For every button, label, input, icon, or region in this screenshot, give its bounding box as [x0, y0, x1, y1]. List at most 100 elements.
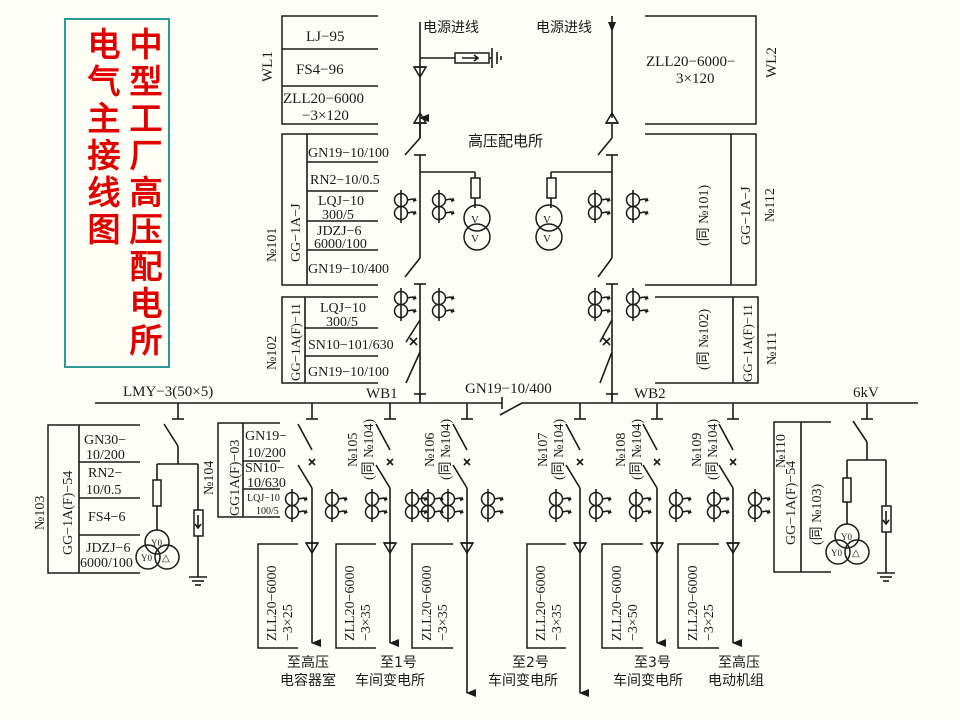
cabinet-106-no: №106 — [423, 433, 438, 467]
svg-text:(同 №104): (同 №104) — [552, 418, 567, 480]
svg-text:(同 №102): (同 №102) — [697, 308, 712, 370]
incoming-line-left — [404, 22, 502, 156]
cabinet-101: GN19−10/100 RN2−10/0.5 LQJ−10 300/5 JDZJ… — [265, 133, 389, 286]
svg-text:RN2−: RN2− — [88, 466, 122, 481]
svg-text:ZLL20−6000: ZLL20−6000 — [610, 565, 625, 641]
svg-text:LQJ−10: LQJ−10 — [320, 301, 366, 316]
svg-text:ZLL20−6000: ZLL20−6000 — [420, 565, 435, 641]
svg-text:3×120: 3×120 — [676, 71, 714, 87]
svg-text:Y0: Y0 — [841, 532, 852, 542]
svg-text:至3号: 至3号 — [634, 655, 671, 671]
svg-text:ZLL20−6000: ZLL20−6000 — [265, 565, 280, 641]
svg-text:GG−1A(F)−11: GG−1A(F)−11 — [288, 303, 303, 381]
svg-text:SN10−101/630: SN10−101/630 — [308, 338, 394, 353]
svg-text:6000/100: 6000/100 — [314, 237, 367, 252]
svg-text:(同 №104): (同 №104) — [362, 418, 377, 480]
svg-text:ZLL20−6000: ZLL20−6000 — [686, 565, 701, 641]
svg-text:6000/100: 6000/100 — [80, 556, 133, 571]
svg-text:−3×35: −3×35 — [359, 604, 374, 641]
svg-text:10/200: 10/200 — [86, 448, 125, 463]
potential-transformer-icon — [144, 529, 170, 555]
svg-text:V: V — [543, 214, 551, 226]
svg-text:LQJ−10: LQJ−10 — [318, 194, 364, 209]
svg-text:GG1A(F)−03: GG1A(F)−03 — [228, 440, 243, 516]
cabinet-111-no: №111 — [765, 332, 780, 365]
svg-text:−3×25: −3×25 — [281, 604, 296, 641]
bus-tie-switch-icon — [499, 402, 523, 416]
feeder-109: ZLL20−6000 −3×25 №109 (同 №104) 至高压 电动机组 — [677, 402, 764, 689]
svg-text:V: V — [543, 233, 551, 245]
svg-text:电动机组: 电动机组 — [708, 673, 764, 689]
cabinet-109-no: №109 — [690, 433, 705, 467]
svg-text:车间变电所: 车间变电所 — [613, 672, 683, 689]
fuse-icon — [470, 177, 481, 199]
cabinet-110-no: №110 — [774, 434, 789, 468]
title-line-1: 中型工厂高压配电所 — [129, 25, 163, 360]
svg-text:GG−1A−J: GG−1A−J — [289, 203, 304, 262]
svg-text:(同 №103): (同 №103) — [810, 483, 825, 545]
feeder-107: ZLL20−6000 −3×35 №107 (同 №104) 至2号 车间变电所 — [488, 402, 612, 697]
cabinet-110: №110 GG−1A(F)−54 (同 №103) — [747, 421, 831, 573]
title-line-2: 电气主接线图 — [87, 25, 121, 249]
svg-text:GN19−10/100: GN19−10/100 — [308, 365, 389, 380]
wl2-label: WL2 — [764, 47, 780, 78]
svg-text:V: V — [471, 233, 479, 245]
svg-text:(同 №104): (同 №104) — [706, 418, 721, 480]
cabinet-111: (同 №102) GG−1A(F)−11 №111 — [655, 296, 780, 384]
feeder-106: ZLL20−6000 −3×35 №106 (同 №104) — [411, 402, 504, 697]
svg-text:JDZJ−6: JDZJ−6 — [86, 541, 130, 556]
cabinet-103-no: №103 — [33, 496, 48, 530]
voltage-transformer-icon — [463, 204, 491, 232]
svg-text:300/5: 300/5 — [322, 208, 354, 223]
svg-text:FS4−96: FS4−96 — [296, 62, 344, 78]
cabinet-108-no: №108 — [614, 433, 629, 467]
svg-text:100/5: 100/5 — [256, 506, 279, 517]
svg-text:GG−1A(F)−54: GG−1A(F)−54 — [784, 461, 799, 545]
svg-text:△: △ — [852, 548, 860, 559]
svg-text:至高压: 至高压 — [718, 654, 760, 671]
feeder-104: ZLL20−6000 −3×25 至高压 电容器室 — [257, 402, 348, 689]
svg-text:SN10−: SN10− — [245, 461, 285, 476]
svg-text:GN19−10/400: GN19−10/400 — [308, 262, 389, 277]
svg-text:V: V — [471, 214, 479, 226]
svg-text:GG−1A−J: GG−1A−J — [739, 186, 754, 245]
svg-text:GN19−: GN19− — [245, 429, 287, 444]
current-transformer-icon — [393, 189, 417, 224]
svg-text:−3×50: −3×50 — [626, 604, 641, 641]
svg-text:LJ−95: LJ−95 — [306, 29, 344, 45]
wl2-spec-box: ZLL20−6000− 3×120 WL2 — [645, 15, 780, 125]
svg-text:10/630: 10/630 — [247, 476, 286, 491]
feeder-108: ZLL20−6000 −3×50 №108 (同 №104) 至3号 车间变电所 — [601, 402, 692, 689]
cabinet-104: GN19− 10/200 SN10− 10/630 LQJ−10 100/5 G… — [202, 422, 287, 518]
svg-text:−3×35: −3×35 — [436, 604, 451, 641]
disconnector-icon — [404, 137, 421, 156]
busbar-wb1-label: WB1 — [366, 386, 398, 402]
cabinet-112: (同 №101) GG−1A−J №112 — [645, 133, 778, 286]
svg-text:(同 №104): (同 №104) — [439, 418, 454, 480]
svg-text:Y0: Y0 — [141, 553, 152, 563]
svg-text:电容器室: 电容器室 — [280, 672, 336, 689]
cabinet-103: GN30− 10/200 RN2− 10/0.5 FS4−6 JDZJ−6 60… — [33, 424, 140, 574]
busbar-6kv — [95, 393, 918, 416]
svg-text:GN30−: GN30− — [84, 433, 126, 448]
svg-text:车间变电所: 车间变电所 — [355, 672, 425, 689]
svg-text:△: △ — [162, 553, 170, 564]
circuit-breaker-icon — [409, 337, 418, 346]
svg-text:JDZJ−6: JDZJ−6 — [317, 224, 361, 239]
wl1-spec-box: LJ−95 FS4−96 ZLL20−6000 −3×120 WL1 — [260, 15, 378, 125]
svg-text:10/200: 10/200 — [247, 446, 286, 461]
substation-label: 高压配电所 — [468, 132, 543, 150]
svg-text:Y0: Y0 — [831, 548, 842, 558]
svg-text:至1号: 至1号 — [380, 655, 417, 671]
cabinet-112-no: №112 — [763, 188, 778, 222]
svg-text:FS4−6: FS4−6 — [88, 510, 125, 525]
busbar-spec: LMY−3(50×5) — [123, 384, 213, 400]
svg-text:300/5: 300/5 — [326, 315, 358, 330]
svg-text:至2号: 至2号 — [512, 655, 549, 671]
incoming-label-right: 电源进线 — [536, 20, 592, 36]
svg-text:GG−1A(F)−54: GG−1A(F)−54 — [61, 471, 76, 555]
incoming-line-right — [597, 16, 619, 156]
svg-text:至高压: 至高压 — [287, 654, 329, 671]
bus-tie-label: GN19−10/400 — [465, 381, 552, 397]
svg-text:RN2−10/0.5: RN2−10/0.5 — [310, 173, 380, 188]
